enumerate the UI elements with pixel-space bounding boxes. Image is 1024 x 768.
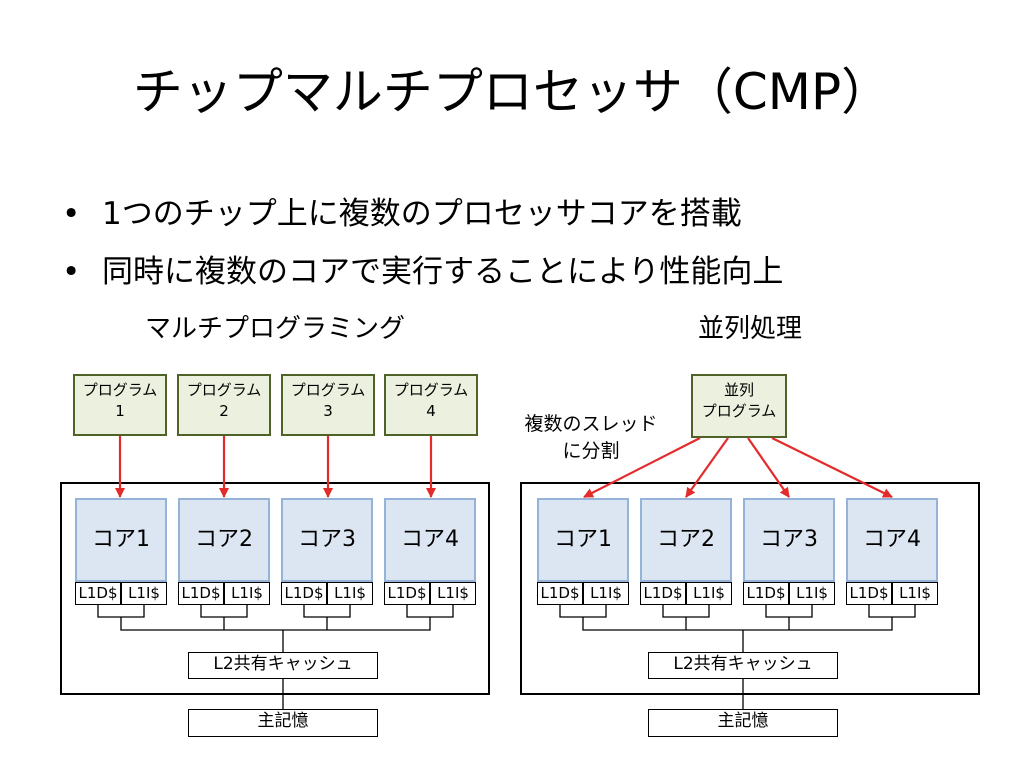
program-label: プログラム bbox=[393, 381, 469, 399]
l1-instruction-cache: L1I$ bbox=[892, 582, 938, 605]
l1-instruction-cache: L1I$ bbox=[430, 582, 476, 605]
left-program-arrows bbox=[115, 436, 436, 498]
slide-title: チップマルチプロセッサ（CMP） bbox=[132, 63, 892, 121]
thread-arrow-core-3 bbox=[747, 437, 790, 498]
l1-instruction-cache: L1I$ bbox=[121, 582, 167, 605]
core-1: コア1 bbox=[75, 498, 167, 582]
core-4: コア4 bbox=[384, 498, 476, 582]
l2-shared-cache: L2共有キャッシュ bbox=[188, 652, 378, 679]
program-label: プログラム bbox=[186, 381, 262, 399]
core-2: コア2 bbox=[178, 498, 270, 582]
program-number: 3 bbox=[323, 402, 333, 420]
l2-shared-cache: L2共有キャッシュ bbox=[648, 652, 838, 679]
l1-instruction-cache: L1I$ bbox=[327, 582, 373, 605]
parallel-program-box: 並列 プログラム bbox=[691, 374, 787, 438]
program-1-box: プログラム 1 bbox=[73, 374, 167, 436]
main-memory: 主記憶 bbox=[648, 709, 838, 737]
bullet-item: • 同時に複数のコアで実行することにより性能向上 bbox=[62, 243, 783, 301]
thread-split-note-line1: 複数のスレッド bbox=[524, 413, 658, 435]
program-number: 2 bbox=[219, 402, 229, 420]
l1-instruction-cache: L1I$ bbox=[583, 582, 629, 605]
thread-split-note-line2: に分割 bbox=[562, 440, 620, 462]
bullet-list: • 1つのチップ上に複数のプロセッサコアを搭載 • 同時に複数のコアで実行するこ… bbox=[62, 185, 783, 301]
program-3-box: プログラム 3 bbox=[281, 374, 375, 436]
l1-data-cache: L1D$ bbox=[178, 582, 224, 605]
thread-arrow-core-2 bbox=[685, 437, 729, 498]
bullet-text: 1つのチップ上に複数のプロセッサコアを搭載 bbox=[102, 196, 742, 232]
l1-data-cache: L1D$ bbox=[743, 582, 789, 605]
core-3: コア3 bbox=[743, 498, 835, 582]
program-number: 1 bbox=[115, 402, 125, 420]
program-label: プログラム bbox=[82, 381, 158, 399]
bullet-text: 同時に複数のコアで実行することにより性能向上 bbox=[102, 254, 784, 290]
thread-split-arrows bbox=[583, 437, 893, 498]
l1-instruction-cache: L1I$ bbox=[686, 582, 732, 605]
right-bus-lines bbox=[559, 605, 916, 709]
program-label: プログラム bbox=[290, 381, 366, 399]
l1-data-cache: L1D$ bbox=[846, 582, 892, 605]
l1-data-cache: L1D$ bbox=[537, 582, 583, 605]
left-bus-lines bbox=[97, 605, 454, 709]
l1-data-cache: L1D$ bbox=[384, 582, 430, 605]
core-4: コア4 bbox=[846, 498, 938, 582]
l1-data-cache: L1D$ bbox=[281, 582, 327, 605]
l1-data-cache: L1D$ bbox=[640, 582, 686, 605]
l1-instruction-cache: L1I$ bbox=[224, 582, 270, 605]
thread-arrow-core-4 bbox=[771, 437, 893, 498]
parallel-program-label-line2: プログラム bbox=[701, 402, 777, 420]
core-1: コア1 bbox=[537, 498, 629, 582]
thread-split-note: 複数のスレッド に分割 bbox=[506, 411, 676, 465]
program-number: 4 bbox=[426, 402, 436, 420]
core-3: コア3 bbox=[281, 498, 373, 582]
l1-instruction-cache: L1I$ bbox=[789, 582, 835, 605]
core-2: コア2 bbox=[640, 498, 732, 582]
bullet-item: • 1つのチップ上に複数のプロセッサコアを搭載 bbox=[62, 185, 783, 243]
parallel-program-label-line1: 並列 bbox=[723, 381, 754, 399]
bullet-marker: • bbox=[62, 254, 81, 290]
program-2-box: プログラム 2 bbox=[177, 374, 271, 436]
bullet-marker: • bbox=[62, 196, 81, 232]
main-memory: 主記憶 bbox=[188, 709, 378, 737]
multiprogramming-heading: マルチプログラミング bbox=[144, 314, 405, 344]
program-4-box: プログラム 4 bbox=[384, 374, 478, 436]
l1-data-cache: L1D$ bbox=[75, 582, 121, 605]
parallel-processing-heading: 並列処理 bbox=[697, 314, 802, 344]
thread-arrow-core-1 bbox=[583, 437, 701, 498]
